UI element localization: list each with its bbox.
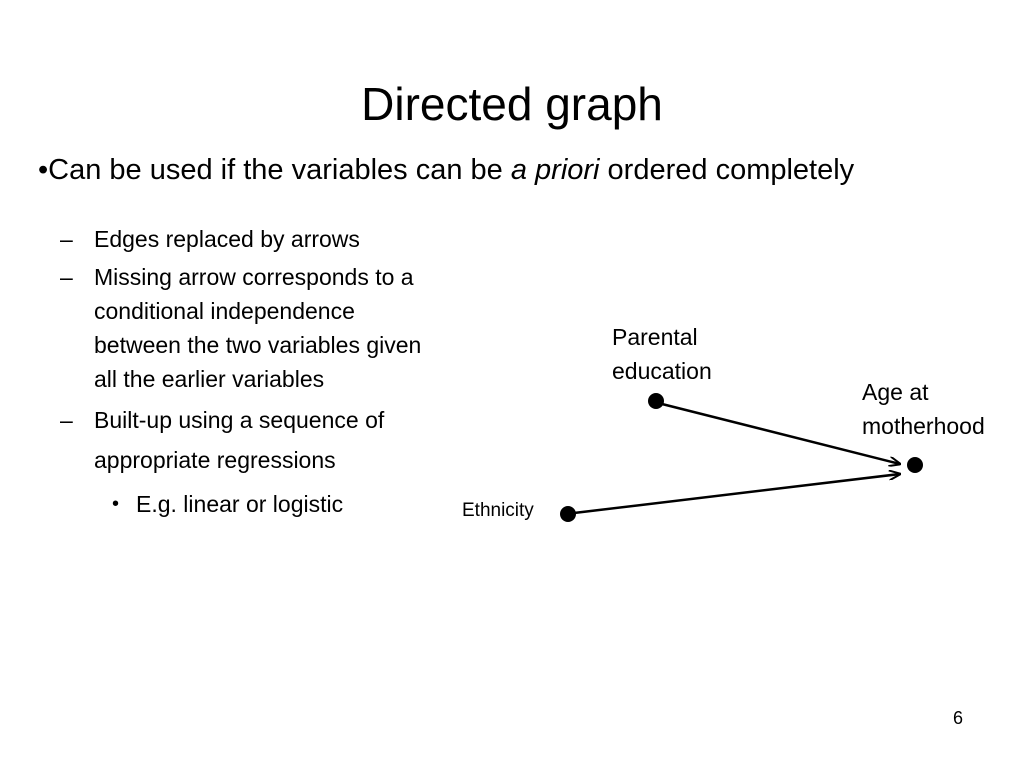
sub-bullet-list: – Edges replaced by arrows – Missing arr…	[58, 222, 438, 524]
bullet-marker: •	[112, 493, 120, 515]
label-line: motherhood	[862, 413, 985, 439]
dash-marker: –	[60, 226, 73, 252]
edge-parental-to-age	[661, 402, 900, 464]
sub-bullet-edges: – Edges replaced by arrows	[58, 222, 438, 256]
label-age-at-motherhood: Age at motherhood	[862, 375, 985, 443]
label-line: education	[612, 358, 712, 384]
label-ethnicity: Ethnicity	[462, 500, 534, 521]
sub-bullet-missing-arrow: – Missing arrow corresponds to a conditi…	[58, 260, 438, 396]
label-line: Parental	[612, 324, 698, 350]
subsub-bullet-example: • E.g. linear or logistic	[58, 484, 438, 524]
edge-ethnicity-to-age	[573, 474, 900, 515]
subsub-bullet-text: E.g. linear or logistic	[136, 491, 344, 517]
main-bullet-prefix: •Can be used if the variables can be	[38, 154, 511, 186]
sub-bullet-text: Missing arrow corresponds to a condition…	[94, 264, 422, 392]
sub-bullet-text: Built-up using a sequence of appropriate…	[94, 407, 385, 473]
page-number: 6	[952, 708, 963, 728]
node-age-at-motherhood	[907, 457, 923, 473]
node-parental-education	[648, 393, 664, 409]
slide-title: Directed graph	[361, 78, 663, 130]
label-parental-education: Parental education	[612, 320, 712, 388]
dash-marker: –	[60, 407, 73, 433]
sub-bullet-built-up: – Built-up using a sequence of appropria…	[58, 400, 438, 480]
node-ethnicity	[560, 506, 576, 522]
label-line: Age at	[862, 379, 929, 405]
sub-bullet-text: Edges replaced by arrows	[94, 226, 360, 252]
main-bullet-emphasis: a priori	[510, 154, 600, 186]
main-bullet-suffix: ordered completely	[599, 154, 855, 186]
main-bullet: •Can be used if the variables can be a p…	[38, 152, 854, 188]
dash-marker: –	[60, 264, 73, 290]
